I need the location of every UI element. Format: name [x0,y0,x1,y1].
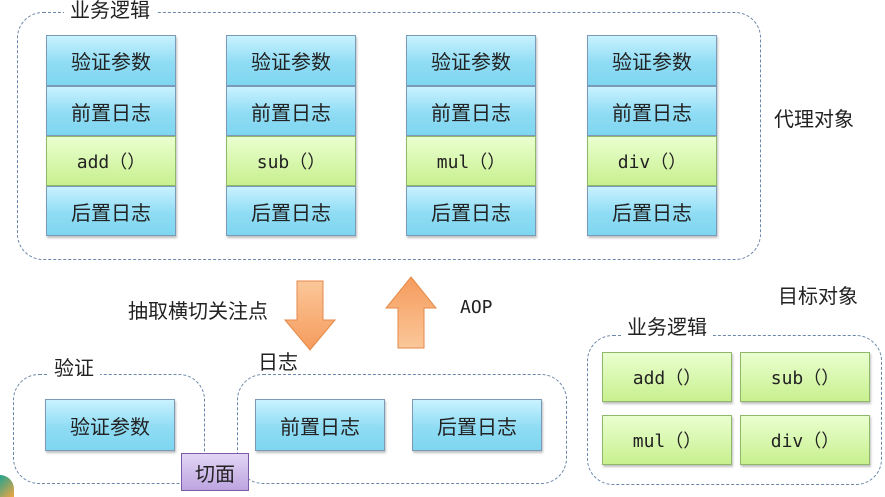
after-log-box: 后置日志 [46,186,176,236]
corner-decoration [0,475,14,497]
validate-params-box: 验证参数 [587,35,717,86]
aspect-label-box: 切面 [181,453,249,491]
after-log-box: 后置日志 [412,399,542,451]
method-mul-box: mul（） [406,136,536,186]
proxy-business-logic-group [17,12,761,260]
after-log-box: 后置日志 [226,186,356,236]
target-group-title: 业务逻辑 [621,315,713,339]
target-business-logic-group [587,335,882,485]
method-add-box: add（） [46,136,176,186]
before-log-box: 前置日志 [255,399,385,451]
validation-group [13,374,205,484]
after-log-box: 后置日志 [587,186,717,236]
before-log-box: 前置日志 [587,86,717,136]
down-arrow-icon [284,280,336,351]
after-log-box: 后置日志 [406,186,536,236]
target-method-add-box: add（） [602,352,732,402]
up-arrow-icon [385,276,437,349]
proxy-group-title: 业务逻辑 [64,0,156,22]
method-div-box: div（） [587,136,717,186]
proxy-object-label: 代理对象 [774,107,854,131]
validate-params-box: 验证参数 [406,35,536,86]
method-sub-box: sub（） [226,136,356,186]
before-log-box: 前置日志 [46,86,176,136]
log-group-title: 日志 [252,350,304,374]
aop-label: AOP [460,297,493,318]
target-object-label: 目标对象 [778,284,858,308]
target-method-sub-box: sub（） [740,352,870,402]
target-method-mul-box: mul（） [602,415,732,465]
log-group [237,374,567,484]
validate-params-box: 验证参数 [46,35,176,86]
validate-params-box: 验证参数 [226,35,356,86]
validate-params-box: 验证参数 [45,399,175,451]
target-method-div-box: div（） [740,415,870,465]
before-log-box: 前置日志 [226,86,356,136]
extract-cross-cutting-label: 抽取横切关注点 [128,299,268,323]
validation-group-title: 验证 [48,356,100,380]
before-log-box: 前置日志 [406,86,536,136]
